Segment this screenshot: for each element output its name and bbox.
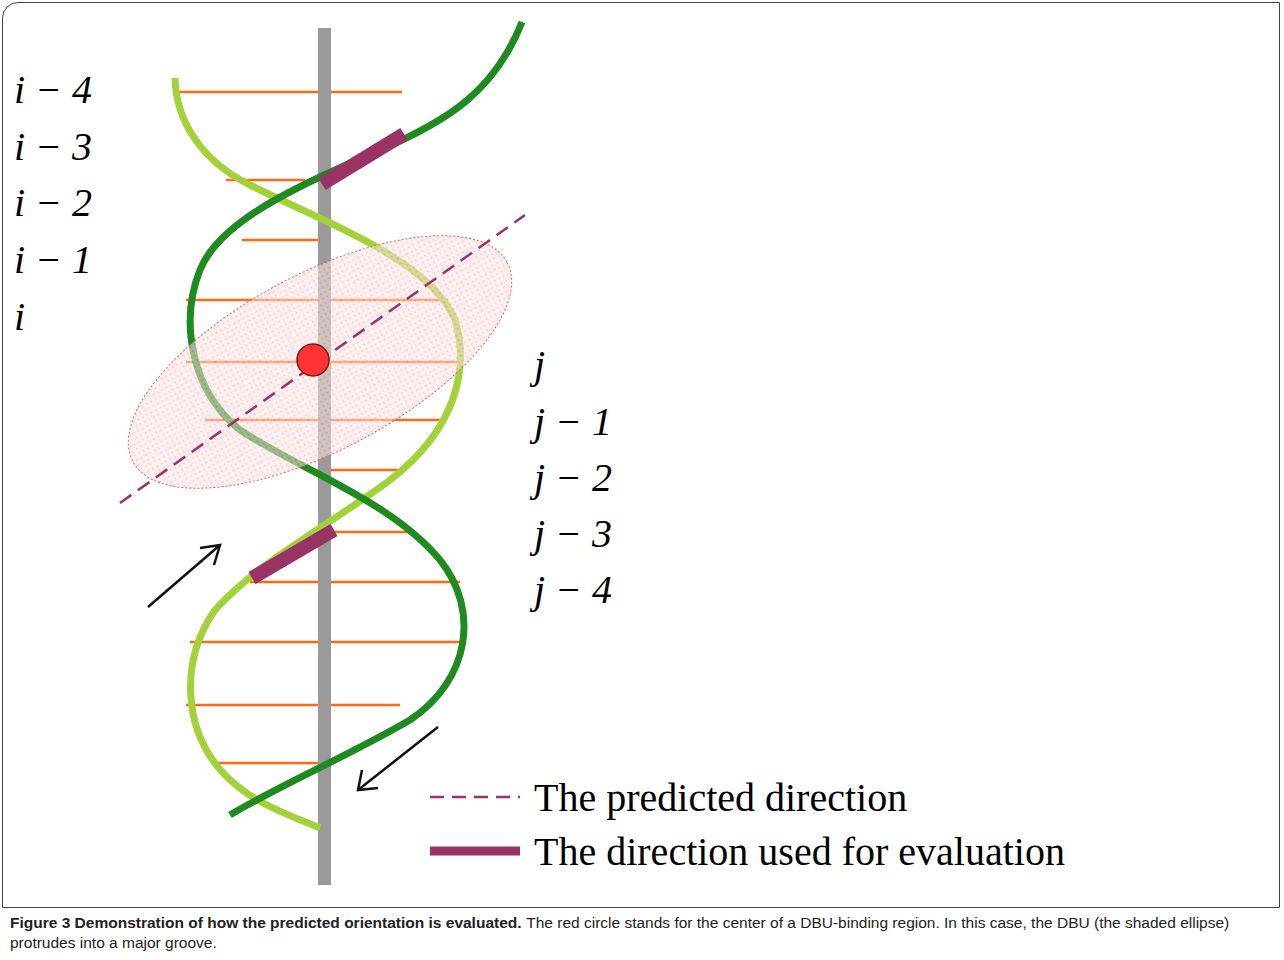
strand-position-label: i − 2 xyxy=(14,183,92,223)
figure-caption: Figure 3 Demonstration of how the predic… xyxy=(10,914,522,931)
strand-position-label: j − 3 xyxy=(534,514,612,554)
strand-position-label: i − 3 xyxy=(14,127,92,167)
strand-position-label: i − 1 xyxy=(14,240,92,280)
strand-position-label: j − 1 xyxy=(534,402,612,442)
strand-position-label: j − 4 xyxy=(534,570,612,610)
predicted-direction-line xyxy=(120,215,525,503)
evaluation-segment xyxy=(322,134,404,184)
strand-arrows xyxy=(148,545,438,790)
strand-position-label: j xyxy=(534,345,545,385)
binding-center xyxy=(297,344,329,376)
legend-text: The direction used for evaluation xyxy=(534,832,1065,872)
legend-text: The predicted direction xyxy=(534,778,907,818)
caption-block: Figure 3 Demonstration of how the predic… xyxy=(10,913,1274,953)
strand-position-label: i xyxy=(14,297,25,337)
evaluation-segment xyxy=(252,530,334,578)
legend-solid-sample xyxy=(430,847,520,856)
strand-position-label: j − 2 xyxy=(534,458,612,498)
strand-position-label: i − 4 xyxy=(14,70,92,110)
dbu-ellipse xyxy=(92,185,549,539)
legend-dashed-sample xyxy=(430,796,520,799)
